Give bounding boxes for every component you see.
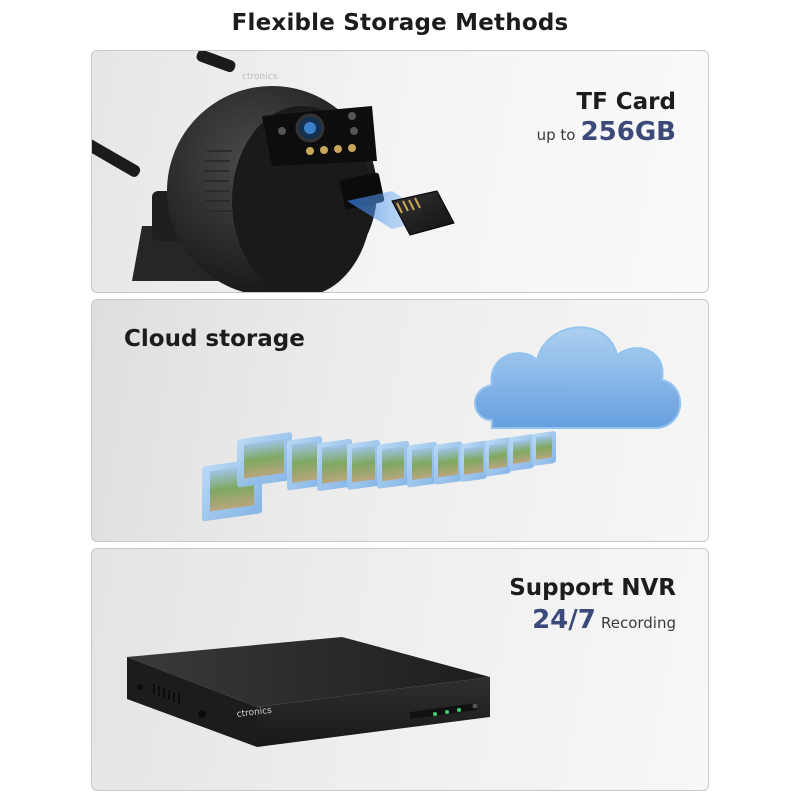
- tf-card-heading: TF Card: [576, 89, 676, 115]
- tf-card-prefix: up to: [536, 126, 576, 144]
- tf-card-panel: ctronics TF Card up to 256GB: [91, 50, 709, 293]
- nvr-highlight: 24/7: [532, 605, 596, 635]
- cloud-upload-image: [202, 326, 682, 522]
- nvr-brand-logo: ctronics: [236, 706, 273, 720]
- nvr-suffix: Recording: [600, 614, 676, 632]
- page-title: Flexible Storage Methods: [231, 10, 569, 36]
- nvr-recording: 24/7 Recording: [532, 605, 676, 635]
- tf-card-capacity: up to 256GB: [537, 117, 676, 147]
- nvr-heading: Support NVR: [509, 575, 676, 601]
- camera-brand-logo: ctronics: [242, 72, 278, 82]
- ptz-camera-image: ctronics: [92, 51, 455, 292]
- nvr-device-image: ctronics: [127, 637, 490, 747]
- cloud-storage-panel: Cloud storage: [91, 299, 709, 542]
- cloud-storage-heading: Cloud storage: [124, 326, 305, 352]
- tf-card-capacity-value: 256GB: [580, 117, 676, 147]
- nvr-panel: Support NVR 24/7 Recording: [91, 548, 709, 791]
